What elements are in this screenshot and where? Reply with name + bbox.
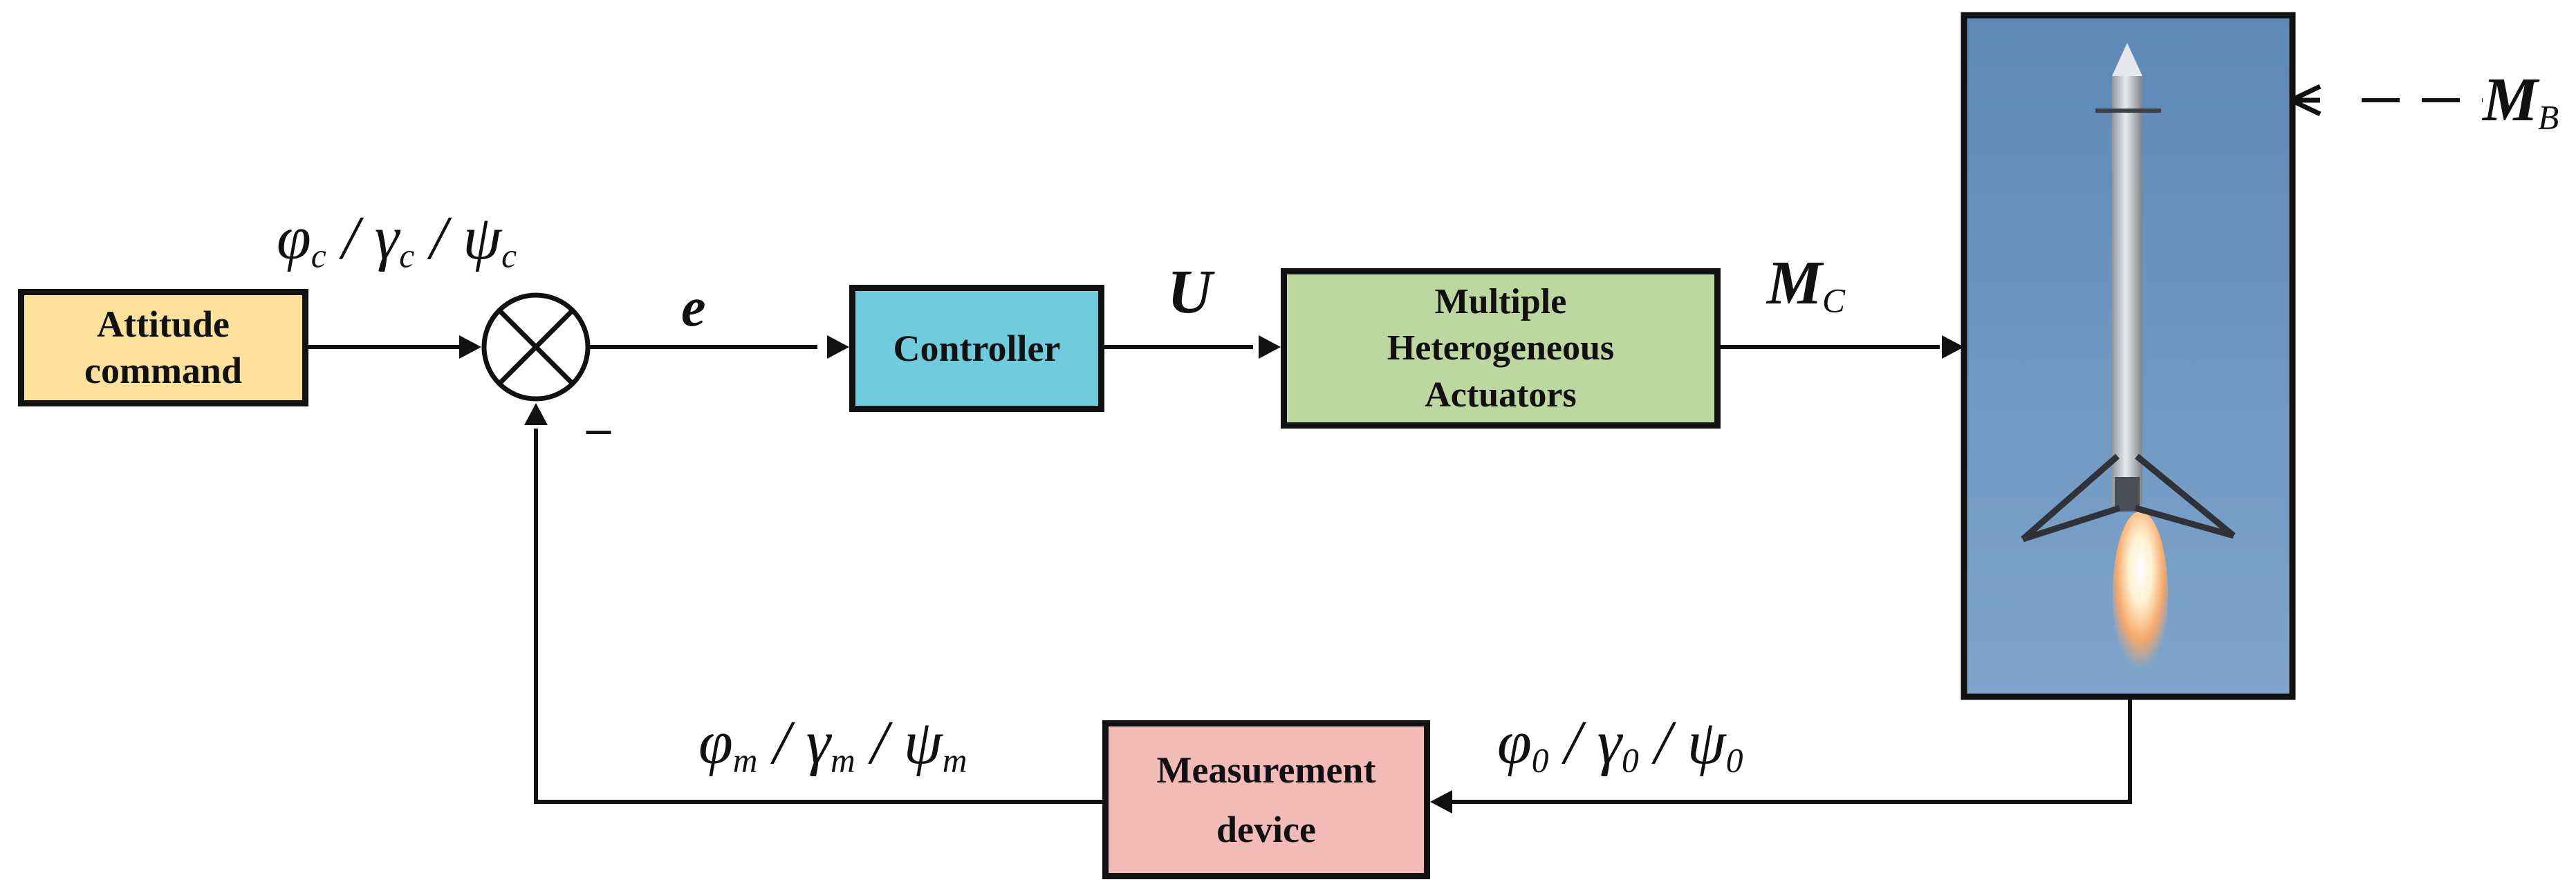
attitude-command-label: Attitude command xyxy=(84,301,242,395)
arrowhead-actuators xyxy=(1259,335,1281,359)
command-signal-label: φc / γc / ψc xyxy=(277,204,517,275)
error-signal-label: e xyxy=(681,277,706,338)
minus-sign: – xyxy=(586,402,611,455)
arrowhead-plant xyxy=(1942,335,1964,359)
arrowheads xyxy=(459,335,1964,814)
moment-b-label: MB xyxy=(2483,66,2559,137)
actual-signal-label: φ0 / γ0 / ψ0 xyxy=(1497,709,1743,780)
actuators-line-1: Multiple xyxy=(1434,281,1567,321)
arrowhead-measurement xyxy=(1430,790,1452,814)
controller-block: Controller xyxy=(849,285,1104,412)
measurement-line-1: Measurement xyxy=(1156,749,1376,791)
measurement-device-label: Measurement device xyxy=(1157,740,1376,860)
attitude-command-block: Attitude command xyxy=(18,289,308,406)
measurement-device-block: Measurement device xyxy=(1102,720,1430,879)
measured-signal-label: φm / γm / ψm xyxy=(698,709,967,780)
control-signal-label: U xyxy=(1167,258,1212,326)
actuators-block: Multiple Heterogeneous Actuators xyxy=(1281,268,1721,429)
connection-lines xyxy=(308,98,2483,804)
line-plant-to-measurement xyxy=(1447,697,2132,804)
attitude-command-line-2: command xyxy=(84,350,242,391)
arrowhead-feedback xyxy=(524,403,548,425)
summing-junction xyxy=(481,292,591,402)
measurement-line-2: device xyxy=(1216,809,1316,850)
controller-label: Controller xyxy=(893,328,1061,369)
moment-c-label: MC xyxy=(1767,249,1846,320)
line-measurement-to-sum xyxy=(534,429,1102,804)
arrowhead-disturbance xyxy=(2285,84,2322,117)
actuators-label: Multiple Heterogeneous Actuators xyxy=(1387,279,1614,419)
actuators-line-2: Heterogeneous xyxy=(1387,328,1615,368)
actuators-line-3: Actuators xyxy=(1425,375,1577,415)
rocket-landing-photo xyxy=(1961,12,2296,700)
arrowhead-sum xyxy=(459,335,481,359)
arrowhead-controller xyxy=(827,335,849,359)
attitude-command-line-1: Attitude xyxy=(97,303,230,345)
